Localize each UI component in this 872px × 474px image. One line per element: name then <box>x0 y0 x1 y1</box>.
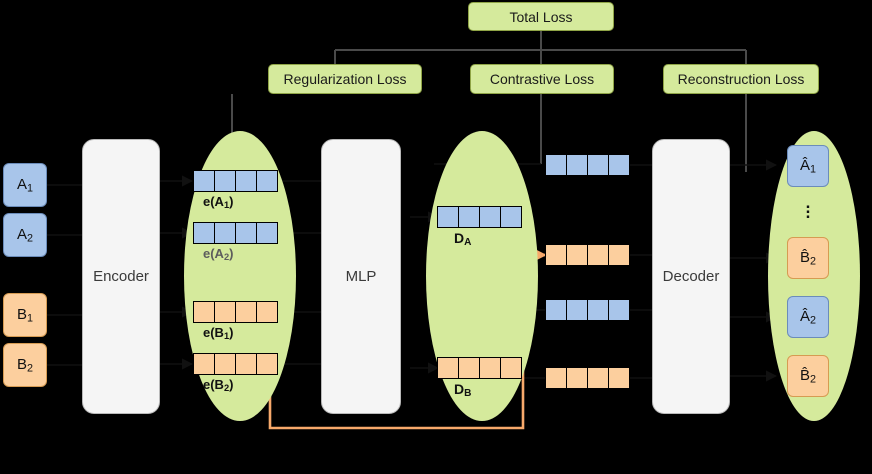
vector-cell <box>458 206 480 228</box>
embedding-label-e-b1: e(B1) <box>203 325 234 342</box>
regularization-loss-label: Regularization Loss <box>283 71 407 87</box>
vector-cell <box>214 222 236 244</box>
mixed-vector-1[interactable] <box>545 154 630 176</box>
vector-cell <box>235 301 257 323</box>
mlp-module[interactable]: MLP <box>321 139 401 414</box>
mixed-vector-2[interactable] <box>545 244 630 266</box>
input-a1-label: A1 <box>16 175 34 195</box>
vector-cell <box>566 244 588 266</box>
output-a1-hat-label: Â1 <box>799 156 817 176</box>
vector-cell <box>193 353 215 375</box>
vector-cell <box>587 154 609 176</box>
vector-cell <box>545 244 567 266</box>
vector-cell <box>545 367 567 389</box>
encoder-label: Encoder <box>93 268 149 285</box>
vector-cell <box>193 301 215 323</box>
vertical-ellipsis-icon: ... <box>805 193 811 222</box>
output-b2-hat-bottom-label: B̂2 <box>799 366 817 386</box>
decoder-module[interactable]: Decoder <box>652 139 730 414</box>
vector-cell <box>235 222 257 244</box>
embedding-label-e-b2: e(B2) <box>203 377 234 394</box>
embedding-vector-e-a2[interactable] <box>193 222 278 244</box>
vector-cell <box>587 299 609 321</box>
vector-cell <box>566 154 588 176</box>
output-chip-b2-hat-top[interactable]: B̂2 <box>787 237 829 279</box>
output-chip-b2-hat-bottom[interactable]: B̂2 <box>787 355 829 397</box>
contrastive-loss-box[interactable]: Contrastive Loss <box>470 64 614 94</box>
embedding-label-e-a2: e(A2) <box>203 246 234 263</box>
output-chip-a1-hat[interactable]: Â1 <box>787 145 829 187</box>
vector-cell <box>587 367 609 389</box>
input-chip-b1[interactable]: B1 <box>3 293 47 337</box>
vector-cell <box>256 170 278 192</box>
total-loss-label: Total Loss <box>509 8 573 25</box>
vector-cell <box>235 353 257 375</box>
vector-cell <box>214 170 236 192</box>
embedding-vector-e-b2[interactable] <box>193 353 278 375</box>
vector-cell <box>500 206 522 228</box>
vector-cell <box>608 154 630 176</box>
input-b2-label: B2 <box>16 355 34 375</box>
vector-cell <box>608 367 630 389</box>
output-chip-a2-hat[interactable]: Â2 <box>787 296 829 338</box>
total-loss-box[interactable]: Total Loss <box>468 2 614 31</box>
vector-cell <box>437 357 459 379</box>
disentangled-label-d-a: DA <box>454 230 472 249</box>
disentangled-vector-d-a[interactable] <box>437 206 522 228</box>
vector-cell <box>545 154 567 176</box>
vector-cell <box>608 244 630 266</box>
input-b1-label: B1 <box>16 305 34 325</box>
vector-cell <box>256 301 278 323</box>
disentangled-label-d-b: DB <box>454 381 472 400</box>
vector-cell <box>566 299 588 321</box>
contrastive-loss-label: Contrastive Loss <box>489 71 595 87</box>
vector-cell <box>545 299 567 321</box>
vector-cell <box>587 244 609 266</box>
vector-cell <box>235 170 257 192</box>
vector-cell <box>214 353 236 375</box>
encoder-module[interactable]: Encoder <box>82 139 160 414</box>
input-chip-a1[interactable]: A1 <box>3 163 47 207</box>
vector-cell <box>193 170 215 192</box>
vector-cell <box>608 299 630 321</box>
mixed-vector-3[interactable] <box>545 299 630 321</box>
mixed-vector-4[interactable] <box>545 367 630 389</box>
embedding-vector-e-a1[interactable] <box>193 170 278 192</box>
embedding-label-e-a1: e(A1) <box>203 194 234 211</box>
vector-cell <box>479 206 501 228</box>
vector-cell <box>256 222 278 244</box>
regularization-loss-box[interactable]: Regularization Loss <box>268 64 422 94</box>
vector-cell <box>214 301 236 323</box>
mlp-label: MLP <box>345 268 377 285</box>
vector-cell <box>437 206 459 228</box>
reconstruction-loss-box[interactable]: Reconstruction Loss <box>663 64 819 94</box>
disentangled-vector-d-b[interactable] <box>437 357 522 379</box>
vector-cell <box>256 353 278 375</box>
vector-cell <box>566 367 588 389</box>
reconstruction-loss-label: Reconstruction Loss <box>677 71 805 87</box>
output-a2-hat-label: Â2 <box>799 307 817 327</box>
decoder-label: Decoder <box>662 268 720 285</box>
input-a2-label: A2 <box>16 225 34 245</box>
input-chip-a2[interactable]: A2 <box>3 213 47 257</box>
embedding-vector-e-b1[interactable] <box>193 301 278 323</box>
output-b2-hat-top-label: B̂2 <box>799 248 817 268</box>
input-chip-b2[interactable]: B2 <box>3 343 47 387</box>
vector-cell <box>193 222 215 244</box>
vector-cell <box>500 357 522 379</box>
vector-cell <box>458 357 480 379</box>
vector-cell <box>479 357 501 379</box>
